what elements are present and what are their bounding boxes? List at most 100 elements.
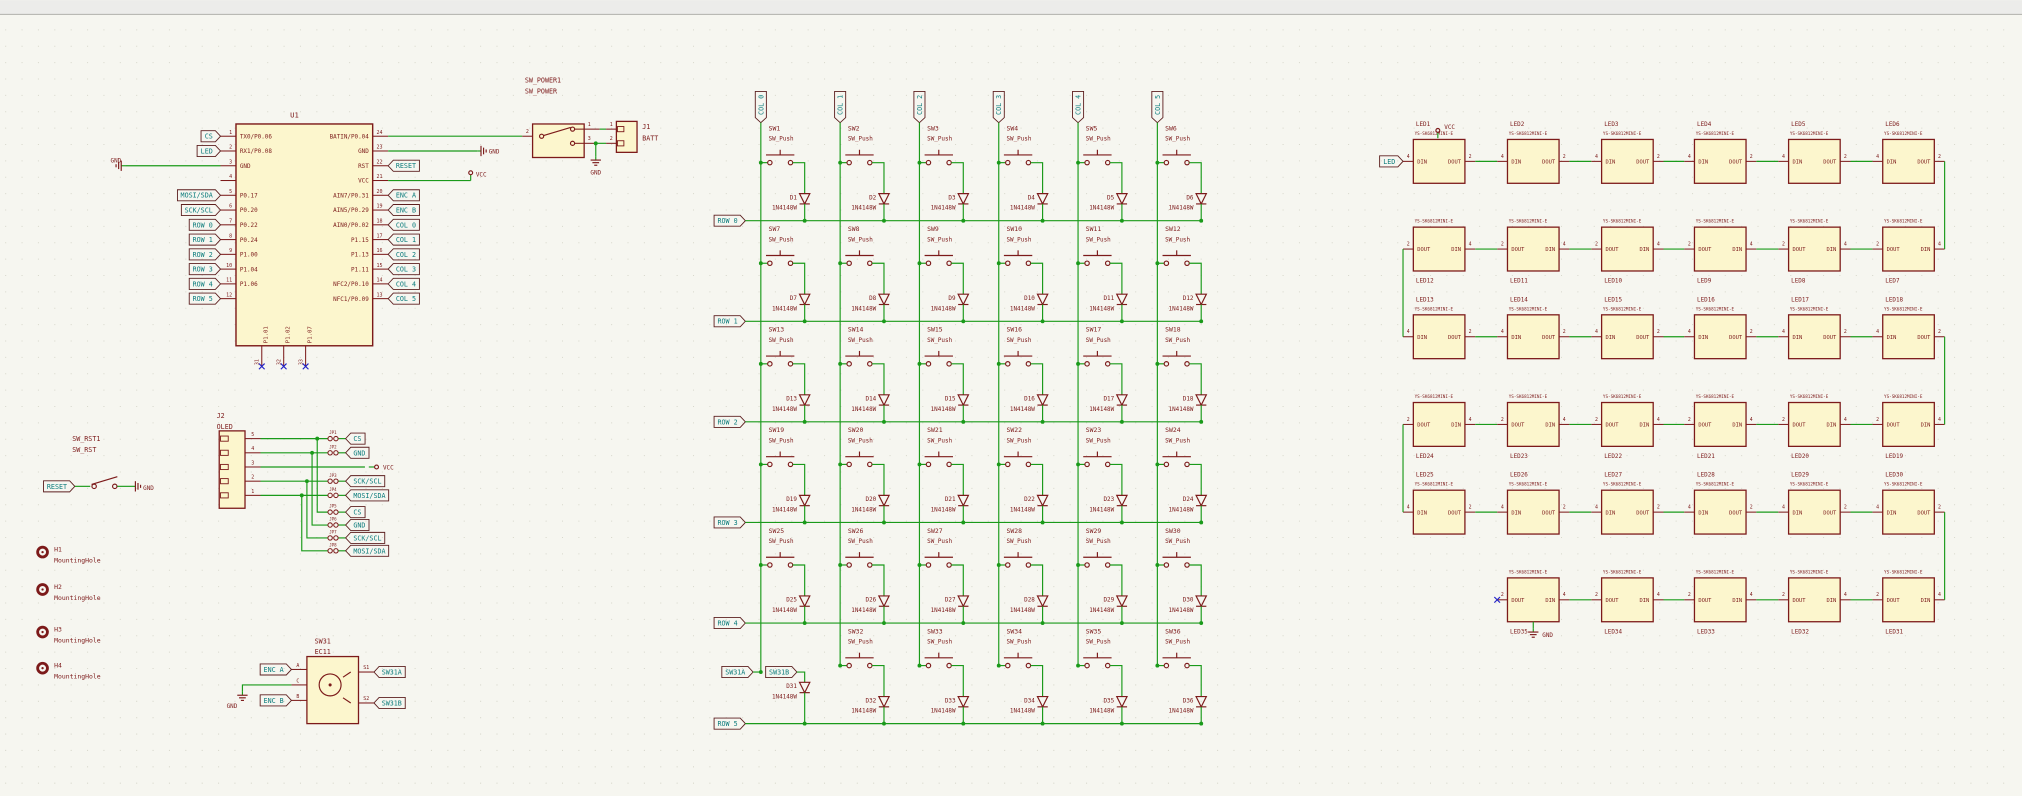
net-label[interactable]: SW31B	[765, 666, 798, 679]
col-label-rot[interactable]: COL 5	[1151, 90, 1164, 124]
oled-connector[interactable]: J2OLED54321JP1CSJP2GNDVCCJP3SCK/SCLJP4MO…	[217, 412, 394, 557]
wire[interactable]	[1030, 564, 1044, 596]
net-label[interactable]: ROW 4	[188, 277, 222, 290]
solder-jumper[interactable]: JP2	[327, 444, 339, 456]
net-label[interactable]: ROW 0	[188, 218, 222, 231]
net-label[interactable]: GND	[344, 519, 370, 532]
net-label[interactable]: ENC A	[259, 663, 293, 676]
vcc-power-symbol[interactable]	[368, 464, 380, 470]
col-label[interactable]: COL 0	[754, 90, 767, 124]
u1-mcu-symbol[interactable]: U11TX0/P0.06CS2RX1/P0.08LED3GNDGND45P0.1…	[111, 111, 500, 370]
gnd-power-symbol[interactable]	[115, 160, 126, 171]
wire[interactable]	[301, 495, 328, 552]
row-label[interactable]: ROW 0	[713, 214, 746, 227]
wire[interactable]	[871, 262, 885, 295]
wire[interactable]	[951, 463, 964, 496]
net-label[interactable]: CS	[344, 506, 366, 519]
vcc-power-symbol[interactable]	[468, 170, 474, 181]
net-label[interactable]: ROW 3	[188, 263, 222, 276]
col-label-rot[interactable]: COL 4	[1072, 90, 1085, 124]
gnd-power-symbol[interactable]	[131, 481, 142, 492]
net-label[interactable]: LED	[196, 144, 222, 157]
wire[interactable]	[792, 162, 806, 194]
wire[interactable]	[871, 564, 885, 596]
col-label-rot[interactable]: COL 2	[913, 90, 926, 124]
wire[interactable]	[796, 671, 806, 683]
wire[interactable]	[306, 481, 328, 539]
wire[interactable]	[792, 564, 806, 596]
col-label-rot[interactable]: COL 3	[992, 90, 1005, 124]
row-label[interactable]: ROW 2	[713, 415, 746, 428]
wire[interactable]	[871, 162, 885, 194]
row-label[interactable]: ROW 3	[713, 516, 746, 529]
net-label[interactable]: SW31A	[721, 666, 754, 679]
net-label[interactable]: ROW 2	[188, 248, 222, 261]
gnd-power-symbol[interactable]	[477, 145, 487, 157]
solder-jumper[interactable]: JP7	[327, 530, 339, 541]
wire[interactable]	[792, 463, 806, 496]
wire[interactable]	[1030, 463, 1044, 496]
net-label[interactable]: MOSI/SDA	[344, 544, 390, 557]
solder-jumper[interactable]: JP8	[327, 542, 339, 554]
net-label[interactable]: CS	[200, 130, 222, 143]
wire[interactable]	[1109, 262, 1123, 295]
wire[interactable]	[1189, 162, 1202, 194]
wire[interactable]	[1030, 162, 1044, 194]
net-label[interactable]: SW31B	[373, 696, 406, 709]
wire[interactable]	[951, 363, 964, 395]
solder-jumper[interactable]: JP3	[327, 473, 339, 484]
wire[interactable]	[1109, 664, 1123, 697]
col-label-rot[interactable]: COL 0	[754, 90, 767, 124]
col-label[interactable]: COL 1	[834, 90, 847, 124]
net-label[interactable]: COL 0	[387, 218, 420, 231]
